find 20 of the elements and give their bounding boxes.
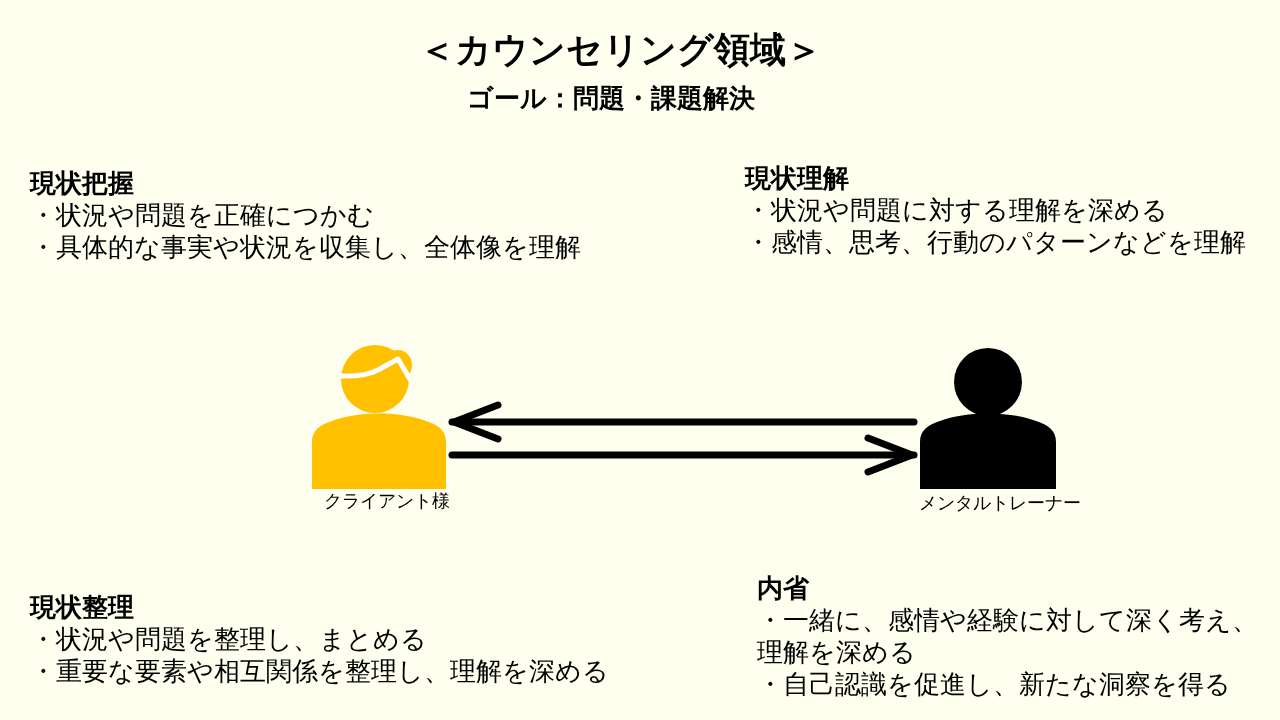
arrow xyxy=(448,401,918,443)
bullet-text: ・感情、思考、行動のパターンなどを理解 xyxy=(745,226,1246,258)
section-heading: 現状整理 xyxy=(30,591,134,623)
section-heading: 内省 xyxy=(757,572,809,604)
person-icon xyxy=(312,343,446,489)
person-icon xyxy=(920,346,1056,489)
section-heading: 現状把握 xyxy=(30,167,134,199)
bullet-text: ・重要な要素や相互関係を整理し、理解を深める xyxy=(30,655,609,687)
arrow xyxy=(448,434,918,476)
name-label: クライアント様 xyxy=(324,490,450,512)
bullet-text: ・状況や問題を正確につかむ xyxy=(30,199,374,231)
bullet-text: ・状況や問題に対する理解を深める xyxy=(745,194,1168,226)
bullet-text: ・一緒に、感情や経験に対して深く考え、理解を深める xyxy=(757,604,1259,668)
bullet-text: ・具体的な事実や状況を収集し、全体像を理解 xyxy=(30,231,581,263)
title: ＜カウンセリング領域＞ xyxy=(418,28,822,72)
bullet-text: ・状況や問題を整理し、まとめる xyxy=(30,623,427,655)
subtitle: ゴール：問題・課題解決 xyxy=(467,82,755,114)
name-label: メンタルトレーナー xyxy=(919,492,1081,514)
section-heading: 現状理解 xyxy=(745,162,849,194)
bullet-text: ・自己認識を促進し、新たな洞察を得る xyxy=(757,668,1231,700)
